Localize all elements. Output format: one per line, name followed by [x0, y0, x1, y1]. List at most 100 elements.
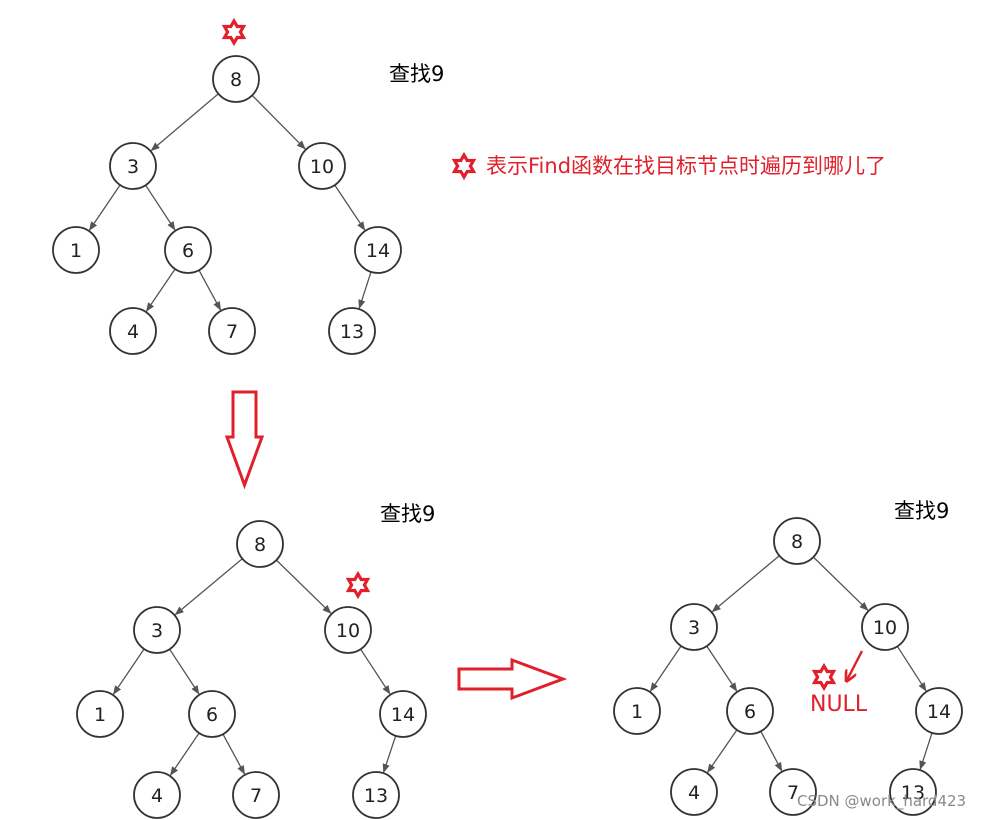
node-circle — [208, 307, 256, 355]
edge-3-6 — [706, 645, 738, 692]
node-circle — [328, 307, 376, 355]
tree-node-14: 14 — [354, 226, 402, 274]
node-label: 7 — [250, 785, 262, 807]
tree-2-caption: 查找9 — [380, 502, 436, 526]
node-circle — [915, 687, 963, 735]
node-circle — [726, 687, 774, 735]
edge-6-4 — [707, 729, 738, 774]
node-circle — [109, 142, 157, 190]
null-pointer-arrow — [847, 650, 864, 680]
node-label: 14 — [927, 701, 951, 723]
edge-8-10 — [812, 556, 869, 611]
node-label: 4 — [688, 782, 700, 804]
edge-6-7 — [760, 730, 783, 772]
node-label: 13 — [340, 321, 364, 343]
node-circle — [109, 307, 157, 355]
legend-text: 表示Find函数在找目标节点时遍历到哪儿了 — [486, 154, 887, 178]
tree-node-1: 1 — [76, 690, 124, 738]
node-circle — [613, 687, 661, 735]
edge-6-4 — [169, 732, 200, 776]
node-label: 1 — [70, 240, 82, 262]
down-arrow-icon — [224, 390, 265, 490]
tree-node-6: 6 — [188, 690, 236, 738]
node-circle — [861, 603, 909, 651]
tree-node-1: 1 — [613, 687, 661, 735]
tree-node-13: 13 — [889, 768, 937, 816]
edge-3-1 — [112, 648, 145, 695]
node-label: 1 — [94, 704, 106, 726]
watermark: CSDN @work_hard423 — [797, 792, 967, 810]
node-circle — [670, 603, 718, 651]
tree-node-8: 8 — [773, 517, 821, 565]
edge-3-6 — [145, 184, 176, 231]
tree-node-7: 7 — [769, 768, 817, 816]
node-label: 14 — [366, 240, 390, 262]
node-label: 13 — [364, 785, 388, 807]
node-label: 6 — [206, 704, 218, 726]
tree-node-13: 13 — [328, 307, 376, 355]
node-circle — [298, 142, 346, 190]
edge-3-6 — [169, 648, 200, 695]
node-circle — [232, 771, 280, 819]
node-circle — [212, 55, 260, 103]
node-label: 4 — [127, 321, 139, 343]
node-circle — [769, 768, 817, 816]
tree-node-1: 1 — [52, 226, 100, 274]
edge-14-13 — [358, 271, 372, 309]
tree-node-4: 4 — [670, 768, 718, 816]
node-label: 10 — [336, 620, 360, 642]
node-circle — [76, 690, 124, 738]
tree-node-14: 14 — [915, 687, 963, 735]
tree-node-4: 4 — [109, 307, 157, 355]
node-circle — [133, 606, 181, 654]
tree-node-3: 3 — [670, 603, 718, 651]
node-circle — [52, 226, 100, 274]
node-label: 3 — [688, 617, 700, 639]
tree-node-6: 6 — [726, 687, 774, 735]
edge-8-10 — [251, 94, 306, 150]
node-label: 13 — [901, 782, 925, 804]
tree-node-3: 3 — [109, 142, 157, 190]
node-label: 7 — [226, 321, 238, 343]
node-circle — [133, 771, 181, 819]
position-star-icon — [345, 570, 371, 600]
node-label: 3 — [127, 156, 139, 178]
node-label: 3 — [151, 620, 163, 642]
edge-14-13 — [919, 732, 933, 770]
tree-node-13: 13 — [352, 771, 400, 819]
tree-step-3: 8 3 10 1 6 14 4 7 13 — [613, 517, 963, 816]
edge-8-10 — [275, 559, 332, 614]
node-label: 4 — [151, 785, 163, 807]
node-circle — [352, 771, 400, 819]
node-label: 10 — [873, 617, 897, 639]
node-label: 8 — [791, 531, 803, 553]
tree-node-10: 10 — [324, 606, 372, 654]
position-star-icon — [221, 17, 247, 47]
node-circle — [164, 226, 212, 274]
node-circle — [236, 520, 284, 568]
tree-node-6: 6 — [164, 226, 212, 274]
tree-node-4: 4 — [133, 771, 181, 819]
node-label: 6 — [744, 701, 756, 723]
tree-node-7: 7 — [232, 771, 280, 819]
edge-8-3 — [150, 93, 219, 152]
tree-node-8: 8 — [212, 55, 260, 103]
right-arrow-icon — [457, 657, 568, 701]
tree-node-10: 10 — [298, 142, 346, 190]
edge-14-13 — [382, 735, 397, 774]
edge-8-3 — [174, 558, 243, 616]
null-label: NULL — [810, 692, 868, 717]
edge-6-4 — [145, 268, 176, 312]
node-label: 14 — [391, 704, 415, 726]
node-circle — [773, 517, 821, 565]
tree-step-1: 8 3 10 1 6 14 4 7 13 — [52, 17, 402, 355]
tree-node-7: 7 — [208, 307, 256, 355]
tree-node-3: 3 — [133, 606, 181, 654]
edge-3-1 — [88, 184, 121, 231]
edge-10-14 — [896, 645, 927, 692]
tree-3-caption: 查找9 — [894, 499, 950, 523]
edge-6-7 — [222, 733, 246, 775]
node-circle — [670, 768, 718, 816]
tree-node-10: 10 — [861, 603, 909, 651]
